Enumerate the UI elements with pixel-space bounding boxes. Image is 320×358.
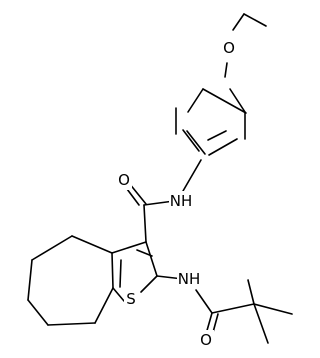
bond-carbonyl-to-thiophene (143, 204, 147, 243)
bond-tbutyl-methyl-2 (253, 303, 293, 315)
bond-cycloheptane-3 (27, 259, 33, 301)
bond-cycloheptane-4 (27, 299, 49, 326)
ether-oxygen-label: O (223, 39, 235, 57)
bond-thiophene-c3-c2 (145, 241, 158, 277)
bond-ring-5 (208, 138, 238, 156)
bond-ring-to-nh (182, 159, 202, 192)
bond-ring-9 (207, 130, 227, 141)
bond-thiophene-c2-s (140, 275, 158, 293)
bond-cycloheptane-6 (94, 287, 114, 324)
sulfur-label: S (126, 290, 136, 308)
bond-layer (27, 13, 293, 344)
bond-tbutyl-methyl-3 (253, 303, 269, 344)
bond-thiophene-c7a-c3a (111, 252, 114, 289)
bond-thiophene-c3-c3a (111, 241, 147, 254)
bond-ring-8 (186, 130, 206, 155)
amide-nitrogen-label: NH (170, 192, 193, 210)
pivaloyl-oxygen-label: O (200, 331, 212, 349)
bond-tbutyl-methyl-1 (247, 279, 255, 305)
bond-ring-1 (202, 88, 247, 114)
bond-ring-3 (187, 88, 204, 113)
bond-cycloheptane-5 (47, 322, 96, 326)
amide-oxygen-label: O (118, 171, 130, 189)
bond-ring-2 (229, 88, 246, 113)
bond-thiophene-c7a-c3a-inner (119, 259, 122, 288)
bond-ethyl-ch2-o (232, 13, 245, 31)
bond-cycloheptane-2 (31, 235, 73, 261)
bond-o-aryl (224, 62, 228, 78)
bond-ring-6 (182, 129, 200, 152)
bond-carbonyl-to-tbutyl (211, 303, 255, 314)
bond-thiophene-s-c7a (112, 287, 125, 302)
amine-nitrogen-label: NH (178, 270, 201, 288)
bond-ethyl-ch3-ch2 (243, 13, 267, 27)
atom-label-layer: O O NH S NH O (116, 38, 237, 350)
structure-diagram: O O NH S NH O (27, 13, 293, 350)
bond-cycloheptane-1 (71, 235, 113, 254)
bond-nh-to-carbonyl (195, 289, 213, 314)
